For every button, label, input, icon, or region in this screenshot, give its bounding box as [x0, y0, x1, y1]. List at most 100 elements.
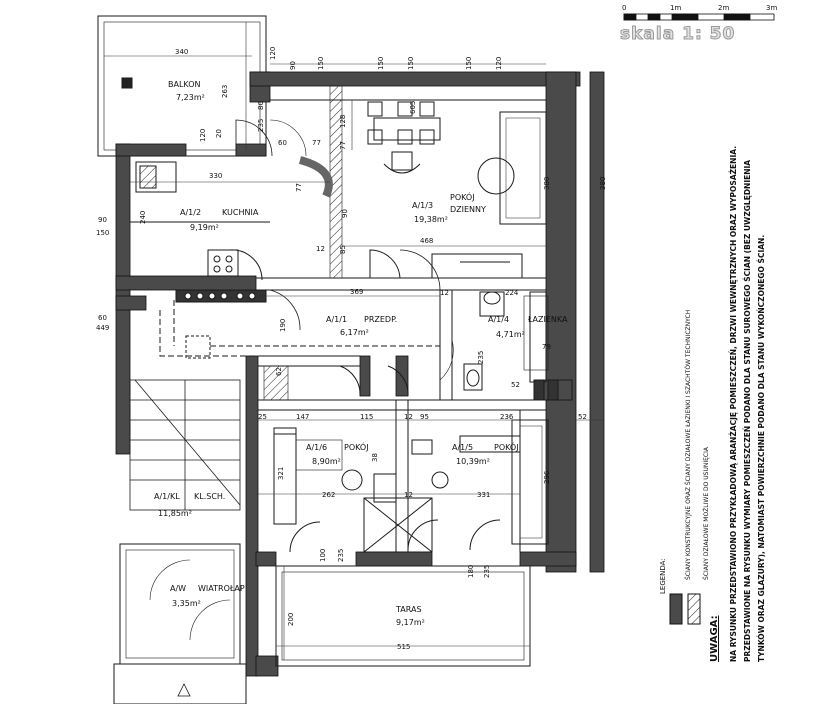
room-area-a14: 4,71m² — [496, 330, 525, 339]
room-name-a12: KUCHNIA — [222, 208, 259, 217]
room-name-a16: POKÓJ — [344, 443, 369, 452]
room-name-a11: PRZEDP. — [364, 315, 398, 324]
dim-235b: 235 — [477, 350, 485, 364]
room-area-a16: 8,90m² — [312, 457, 341, 466]
dim-90l: 90 — [98, 216, 107, 224]
dim-85: 85 — [339, 245, 347, 254]
dim-top-120b: 120 — [495, 56, 503, 70]
room-area-aw: 3,35m² — [172, 599, 201, 608]
dim-180: 180 — [467, 564, 475, 578]
dim-380: 380 — [543, 176, 551, 190]
dim-449: 449 — [96, 324, 110, 332]
legend-swatch-removable — [687, 593, 701, 625]
balkon-name: BALKON — [168, 80, 201, 89]
dim-240: 240 — [139, 210, 147, 224]
dim-77c: 77 — [295, 183, 303, 192]
dim-128: 128 — [339, 114, 347, 128]
dim-top-150d: 150 — [465, 56, 473, 70]
dim-200: 200 — [287, 612, 295, 626]
dim-12b: 12 — [440, 289, 449, 297]
dim-190: 190 — [279, 318, 287, 332]
room-area-a15: 10,39m² — [456, 457, 490, 466]
dim-balkon-120: 120 — [269, 46, 277, 60]
room-id-a16: A/1/6 — [306, 443, 328, 452]
dim-12d: 12 — [404, 491, 413, 499]
dim-top-150b: 150 — [377, 56, 385, 70]
dim-331: 331 — [477, 491, 491, 499]
dim-60: 60 — [278, 139, 287, 147]
scale-tick-3m: 3m — [766, 4, 778, 12]
dim-top-150a: 150 — [317, 56, 325, 70]
notes-line-3: TYNKÓW ORAZ GLAZURY), NATOMIAST POWIERZC… — [757, 234, 766, 662]
notes-line-2: PRZEDSTAWIONE NA RYSUNKU WYMIARY POMIESZ… — [743, 159, 752, 662]
dim-380b: 380 — [599, 176, 607, 190]
dim-80: 80 — [257, 101, 265, 110]
room-area-a1kl: 11,85m² — [158, 509, 192, 518]
dim-52: 52 — [511, 381, 520, 389]
dim-top-90: 90 — [289, 61, 297, 70]
room-name-aw: WIATROŁAP — [198, 584, 245, 593]
dim-115: 115 — [360, 413, 374, 421]
room-area-a11: 6,17m² — [340, 328, 369, 337]
legend-title: LEGENDA: — [659, 558, 667, 594]
taras-area: 9,17m² — [396, 618, 425, 627]
notes-line-1: NA RYSUNKU PRZEDSTAWIONO PRZYKŁADOWĄ ARA… — [729, 145, 738, 662]
dim-605: 605 — [409, 100, 417, 114]
room-id-a14: A/1/4 — [488, 315, 510, 324]
dim-262: 262 — [322, 491, 336, 499]
legend-item-structural: ŚCIANY KONSTRUKCYJNE ORAZ ŚCIANY DZIAŁOW… — [685, 309, 692, 580]
dim-150l: 150 — [96, 229, 110, 237]
legend-item-removable: ŚCIANY DZIAŁOWE MOŻLIWE DO USUNIĘCIA — [703, 447, 710, 580]
room-id-a13: A/1/3 — [412, 201, 434, 210]
dim-balkon-depth: 263 — [221, 84, 229, 98]
scale-tick-0: 0 — [622, 4, 627, 12]
dim-321: 321 — [277, 466, 285, 480]
dim-79: 79 — [542, 343, 551, 351]
balkon-area: 7,23m² — [176, 93, 205, 102]
dim-top-150c: 150 — [407, 56, 415, 70]
scale-tick-2m: 2m — [718, 4, 730, 12]
room-id-a15: A/1/5 — [452, 443, 474, 452]
legend-swatch-structural — [669, 593, 683, 625]
room-id-a12: A/1/2 — [180, 208, 202, 217]
dim-balkon-width: 340 — [175, 48, 189, 56]
dim-515: 515 — [397, 643, 411, 651]
room-name-a1kl: KL.SCH. — [194, 492, 226, 501]
dim-224: 224 — [505, 289, 519, 297]
dim-120c: 120 — [199, 128, 207, 142]
scale-bar — [623, 13, 775, 21]
dim-77a: 77 — [312, 139, 321, 147]
dim-236: 236 — [500, 413, 514, 421]
room-name-a13: POKÓJ DZIENNY — [450, 193, 486, 214]
structural-walls — [115, 71, 605, 677]
dim-235: 235 — [257, 118, 265, 132]
room-name-a14: ŁAZIENKA — [528, 315, 568, 324]
dim-235d: 235 — [483, 564, 491, 578]
staircase — [129, 379, 241, 511]
dim-100a: 100 — [319, 548, 327, 562]
dim-60l: 60 — [98, 314, 107, 322]
dim-369: 369 — [350, 288, 364, 296]
room-id-a1kl: A/1/KL — [154, 492, 180, 501]
taras-outline — [275, 565, 531, 667]
dim-12c: 12 — [404, 413, 413, 421]
dimension-lines — [104, 22, 604, 660]
taras-name: TARAS — [396, 605, 422, 614]
notes-title: UWAGA: — [709, 615, 720, 662]
room-name-a15: POKÓJ — [494, 443, 519, 452]
dim-62: 62 — [275, 367, 283, 376]
dim-20: 20 — [215, 129, 223, 138]
dim-95: 95 — [420, 413, 429, 421]
dim-330: 330 — [209, 172, 223, 180]
dim-235c: 235 — [337, 548, 345, 562]
room-area-a12: 9,19m² — [190, 223, 219, 232]
dim-52b: 52 — [578, 413, 587, 421]
dim-12a: 12 — [316, 245, 325, 253]
dim-38: 38 — [371, 453, 379, 462]
dim-90: 90 — [341, 209, 349, 218]
room-area-a13: 19,38m² — [414, 215, 448, 224]
room-id-aw: A/W — [170, 584, 187, 593]
dim-25: 25 — [258, 413, 267, 421]
dim-296: 296 — [543, 470, 551, 484]
